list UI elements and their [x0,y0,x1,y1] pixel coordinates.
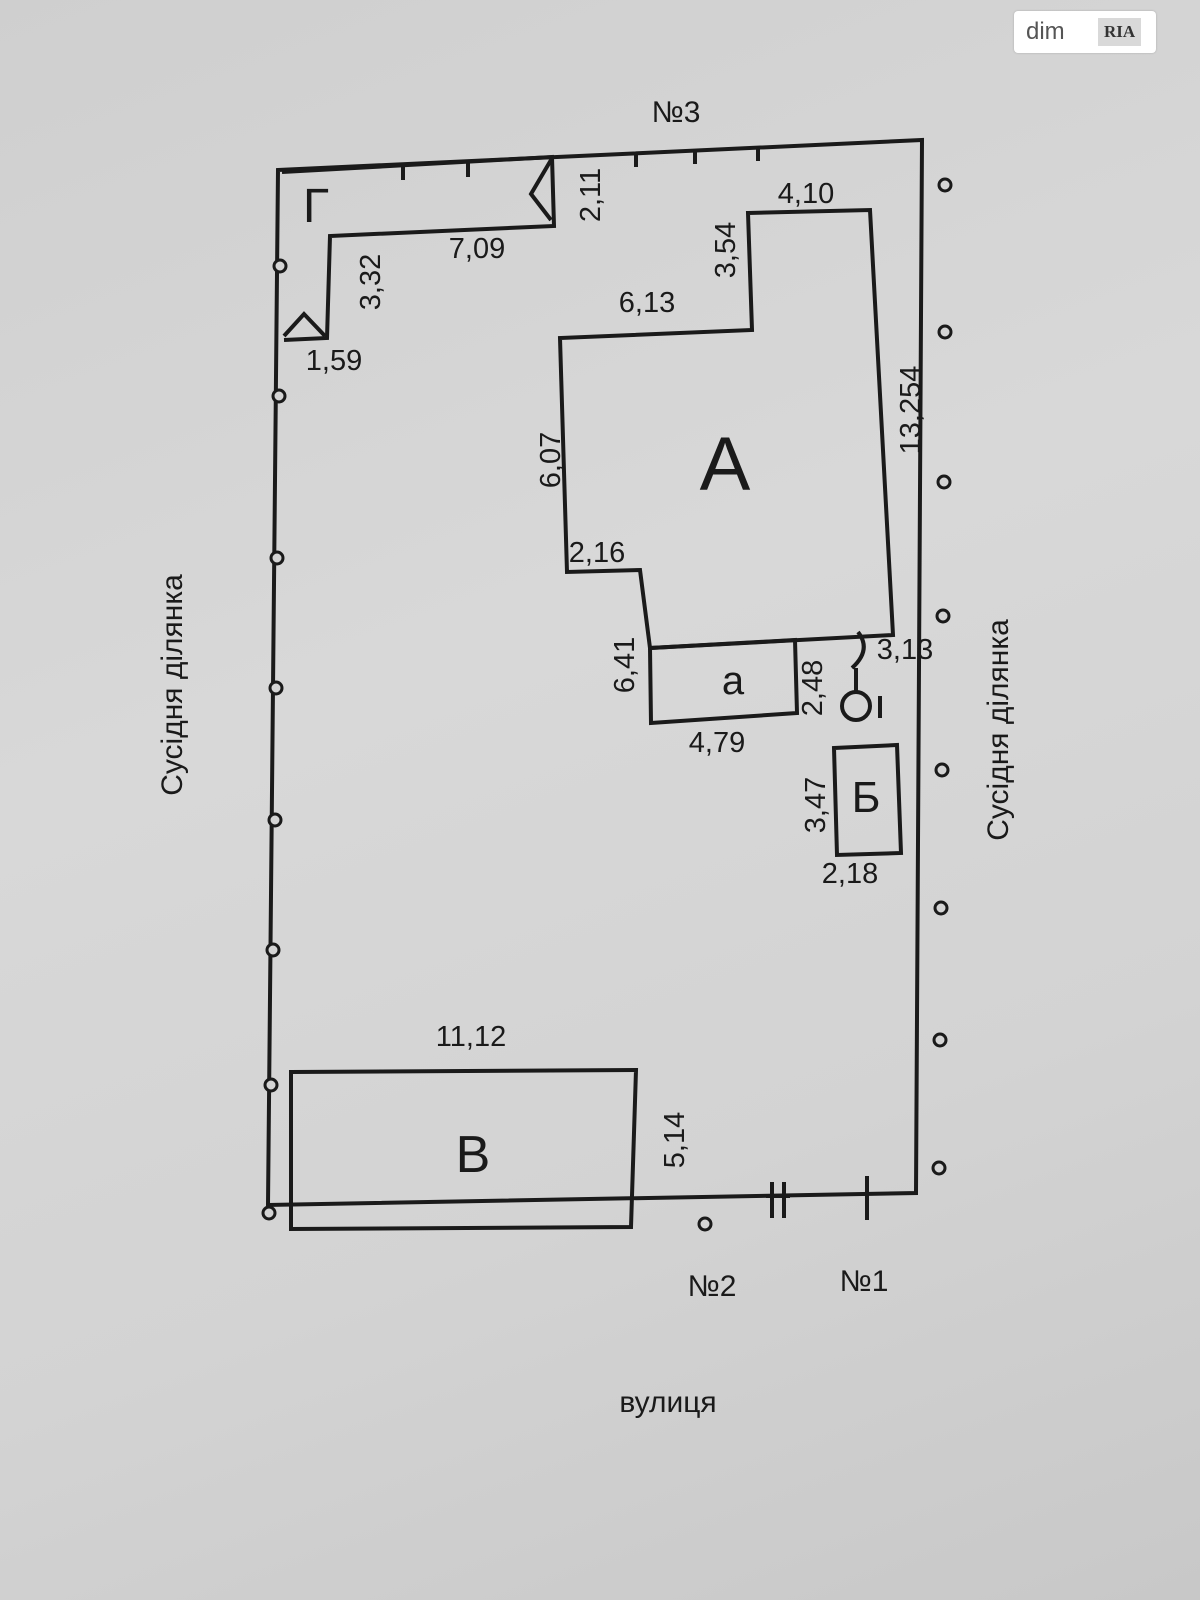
dim-6-41: 6,41 [609,637,641,693]
well-icon [840,630,882,722]
dim-6-13: 6,13 [619,287,675,319]
building-A-label: А [700,422,751,507]
dim-4-79: 4,79 [689,727,745,759]
fence-posts [261,177,953,1232]
building-G: Г [281,154,557,342]
label-no3: №3 [652,96,701,129]
building-V-label: В [456,1126,491,1184]
dim-1-59: 1,59 [306,345,362,377]
dim-3-13: 3,13 [877,634,933,666]
dim-4-10: 4,10 [778,178,834,210]
building-G-label: Г [303,180,329,233]
dim-2-18: 2,18 [822,858,878,890]
building-a-label: а [722,659,745,703]
dim-3-32: 3,32 [355,254,387,310]
building-B-label: Б [852,773,881,822]
dim-ria-logo: dim RIA [1014,11,1156,53]
dimension-labels: 4,10 3,54 2,11 7,09 3,32 1,59 6,13 13,25… [306,168,933,1168]
label-no1: №1 [840,1265,889,1298]
logo-text: dim [1026,18,1065,45]
dim-6-07: 6,07 [535,432,567,488]
dim-7-09: 7,09 [449,233,505,265]
label-right-neighbor: Сусідня ділянка [982,619,1015,841]
dim-2-48: 2,48 [797,660,829,716]
building-B [831,742,904,858]
label-street: вулиця [619,1386,716,1419]
plot-boundary [265,137,925,1208]
dim-2-16: 2,16 [569,537,625,569]
building-V [289,1067,639,1232]
label-left-neighbor: Сусідня ділянка [156,574,189,796]
label-no2: №2 [688,1270,737,1303]
logo-badge: RIA [1098,18,1142,46]
dim-2-11: 2,11 [575,168,607,222]
building-a [647,637,800,726]
dim-11-12: 11,12 [436,1021,506,1053]
dim-13-254: 13,254 [895,366,927,455]
dim-3-54: 3,54 [710,222,742,278]
dim-3-47: 3,47 [800,777,832,833]
building-A [557,207,896,651]
dim-5-14: 5,14 [659,1112,691,1168]
